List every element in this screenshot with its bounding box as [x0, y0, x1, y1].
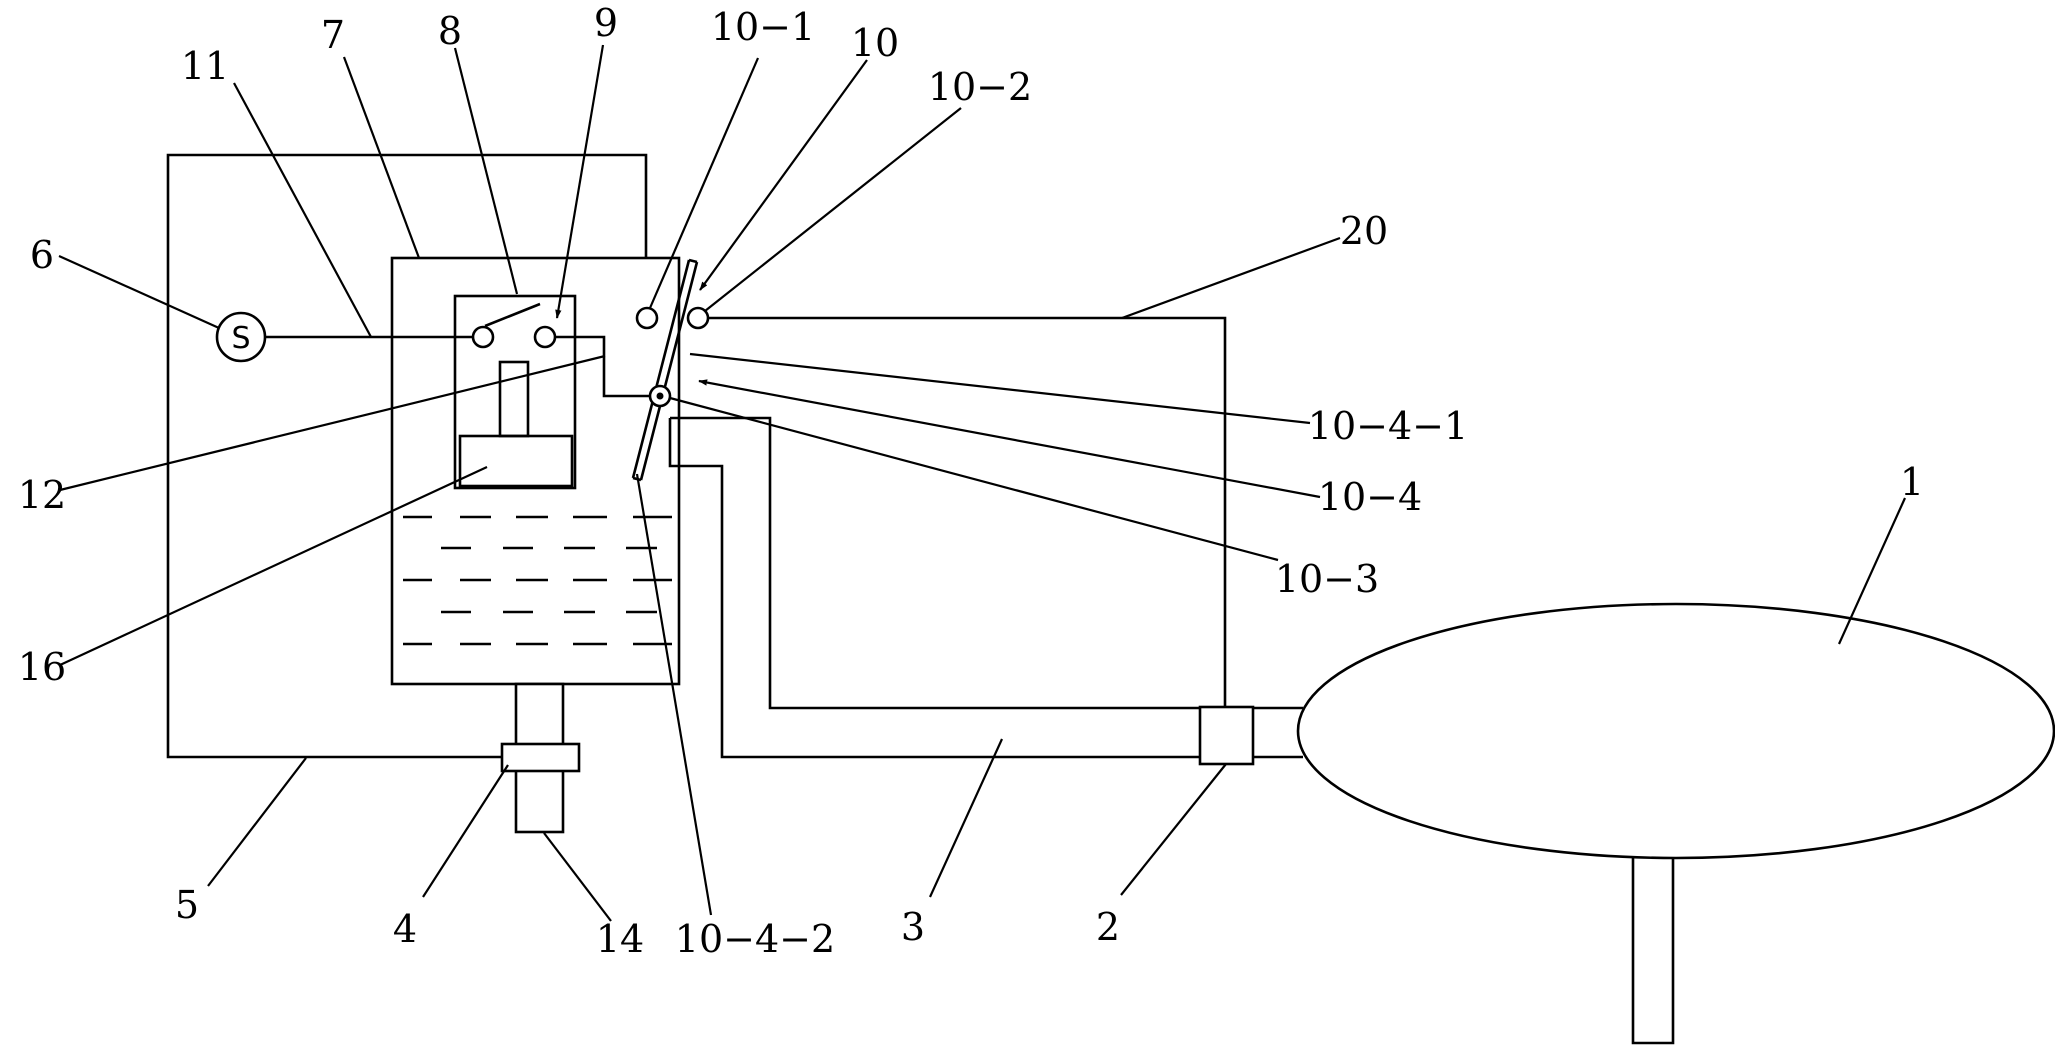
leader-2 — [1120, 763, 1227, 896]
wire-20 — [708, 316, 1227, 707]
contact-10-2 — [686, 306, 710, 330]
leader-8 — [453, 47, 519, 295]
switch-blade-9 — [484, 302, 541, 328]
leader-12 — [59, 354, 606, 492]
float-stem — [498, 360, 530, 438]
valve-4 — [500, 742, 581, 773]
label-9: 9 — [594, 1, 618, 45]
label-10-2: 10−2 — [928, 65, 1032, 109]
leader-5 — [207, 757, 307, 887]
lever-10-4 — [631, 258, 699, 482]
outer-wire-loop — [166, 153, 648, 759]
label-10-4-1: 10−4−1 — [1308, 404, 1468, 448]
leader-1 — [1837, 497, 1907, 645]
leader-10 — [699, 59, 868, 291]
label-1: 1 — [1900, 460, 1924, 504]
label-10-4: 10−4 — [1318, 475, 1422, 519]
pipe-3-inner — [668, 418, 1200, 759]
label-2: 2 — [1096, 905, 1120, 949]
reference-labels: 1 2 3 4 5 6 7 8 9 10 10−1 10−2 10−3 10−4… — [18, 1, 1924, 961]
tank-1 — [1296, 602, 2055, 860]
contact-10-1 — [635, 306, 659, 330]
contact-right — [533, 325, 557, 349]
fitting-2 — [1198, 705, 1255, 766]
leader-10-4-2 — [635, 473, 713, 916]
leader-6 — [58, 254, 220, 330]
float-16 — [458, 434, 574, 488]
pipe-3-outer — [670, 416, 1200, 710]
label-10-3: 10−3 — [1275, 557, 1379, 601]
label-10: 10 — [851, 21, 899, 65]
label-20: 20 — [1340, 209, 1388, 253]
leader-3 — [928, 738, 1004, 898]
label-14: 14 — [596, 917, 644, 961]
leader-10-1 — [648, 57, 760, 309]
leader-16 — [59, 466, 488, 666]
pivot-center — [656, 392, 664, 400]
leader-10-3 — [669, 396, 1279, 562]
wire-12 — [555, 335, 650, 398]
label-10-4-2: 10−4−2 — [675, 917, 835, 961]
label-8: 8 — [438, 9, 462, 53]
leader-7 — [342, 56, 421, 259]
label-16: 16 — [18, 645, 66, 689]
fitting-to-tank — [1253, 706, 1303, 759]
source-symbol: S — [231, 321, 250, 356]
contact-left — [471, 325, 495, 349]
leader-9 — [555, 44, 605, 319]
leader-10-2 — [704, 107, 962, 312]
leader-4 — [422, 764, 509, 898]
label-5: 5 — [175, 883, 199, 927]
label-12: 12 — [18, 473, 66, 517]
label-3: 3 — [901, 905, 925, 949]
liquid-dashes — [403, 515, 672, 646]
leader-14 — [543, 832, 612, 922]
label-7: 7 — [321, 13, 345, 57]
label-4: 4 — [393, 907, 417, 951]
label-6: 6 — [30, 233, 54, 277]
label-10-1: 10−1 — [711, 5, 815, 49]
leader-10-4 — [698, 379, 1321, 499]
leader-11 — [233, 82, 372, 338]
label-11: 11 — [181, 44, 229, 88]
tank-stand — [1631, 855, 1675, 1045]
leader-20 — [1121, 236, 1341, 320]
leader-lines — [58, 44, 1907, 922]
leader-10-4-1 — [689, 352, 1311, 425]
switch-housing-8 — [453, 294, 577, 490]
